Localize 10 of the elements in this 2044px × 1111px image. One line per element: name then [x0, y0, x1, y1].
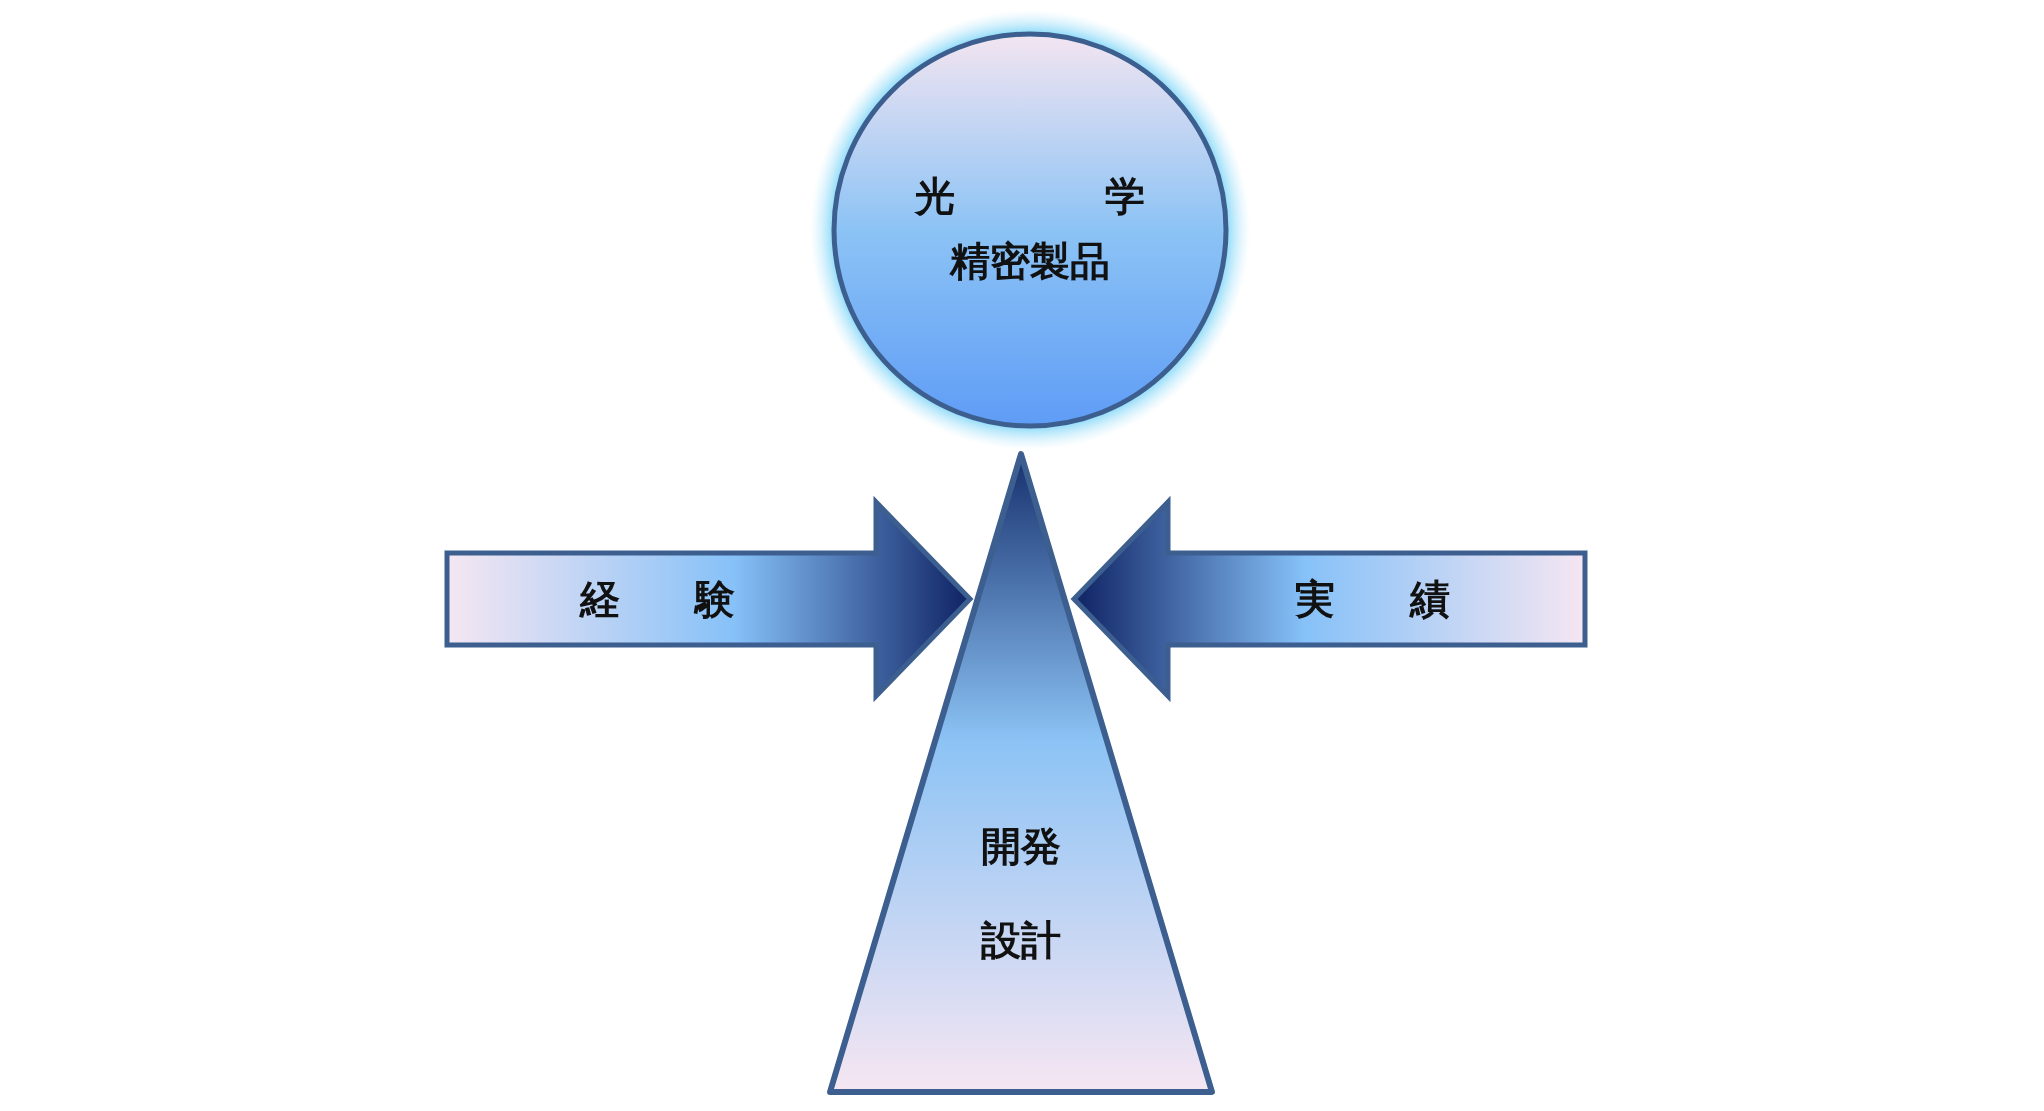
arrow-label: 実績 — [1295, 575, 1450, 623]
circle-label: 精密製品 — [948, 237, 1111, 285]
triangle-label: 開発 — [980, 822, 1062, 870]
block-arrow — [444, 498, 974, 700]
circle-heading: 光学 — [915, 172, 1145, 220]
block-arrow — [1070, 498, 1588, 700]
development-triangle — [826, 450, 1216, 1096]
triangle-label: 設計 — [980, 916, 1062, 964]
product-circle — [810, 10, 1250, 450]
arrow-label: 経験 — [580, 575, 735, 623]
